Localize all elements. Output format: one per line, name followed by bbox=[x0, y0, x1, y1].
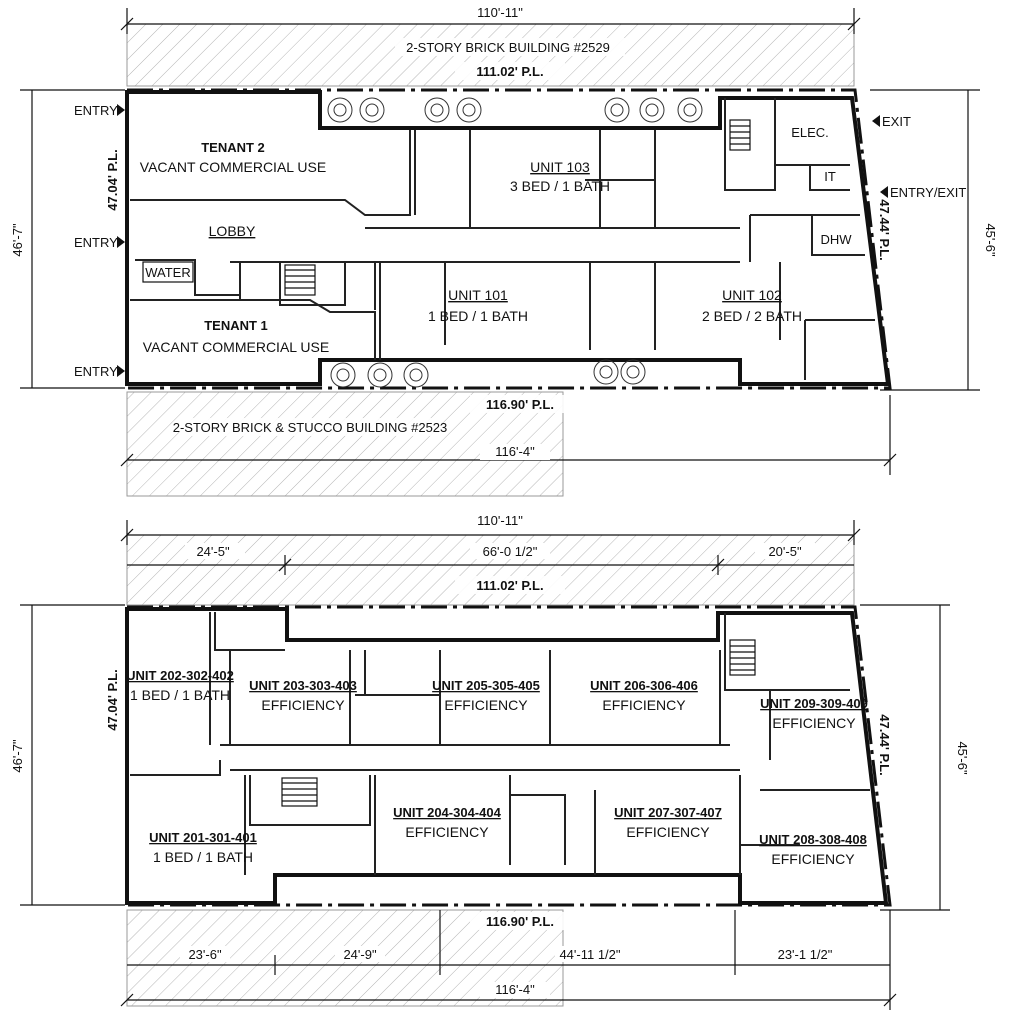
unit-103-type: 3 BED / 1 BATH bbox=[510, 178, 610, 194]
unit-205-name: UNIT 205-305-405 bbox=[432, 678, 540, 693]
unit-201-name: UNIT 201-301-401 bbox=[149, 830, 257, 845]
f1-stair bbox=[284, 119, 751, 296]
unit-102-name: UNIT 102 bbox=[722, 287, 782, 303]
f1-entry-exit-label: ENTRY/EXIT bbox=[890, 185, 966, 200]
f2-bottom-dimension: 116'-4" bbox=[495, 982, 535, 997]
unit-202-type: 1 BED / 1 BATH bbox=[130, 687, 230, 703]
f1-right-dimension: 45'-6" bbox=[983, 223, 998, 257]
unit-209-name: UNIT 209-309-409 bbox=[760, 696, 868, 711]
tenant-1-use: VACANT COMMERCIAL USE bbox=[143, 339, 329, 355]
unit-102-type: 2 BED / 2 BATH bbox=[702, 308, 802, 324]
f2-left-dimension: 46'-7" bbox=[10, 739, 25, 773]
entry-arrow-icon bbox=[117, 104, 125, 116]
unit-101-name: UNIT 101 bbox=[448, 287, 508, 303]
elec-room-label: ELEC. bbox=[791, 125, 829, 140]
f2-bottom-property-line: 116.90' P.L. bbox=[486, 914, 554, 929]
unit-202-name: UNIT 202-302-402 bbox=[126, 668, 234, 683]
unit-207-name: UNIT 207-307-407 bbox=[614, 805, 722, 820]
f2-bottom-seg-2: 24'-9" bbox=[343, 947, 377, 962]
unit-103-name: UNIT 103 bbox=[530, 159, 590, 175]
f1-right-property-line: 47.44' P.L. bbox=[877, 199, 892, 260]
unit-206-type: EFFICIENCY bbox=[602, 697, 686, 713]
unit-208-type: EFFICIENCY bbox=[771, 851, 855, 867]
f2-bottom-seg-3: 44'-11 1/2" bbox=[559, 947, 620, 962]
f1-entry-top-label: ENTRY bbox=[74, 103, 118, 118]
unit-204-name: UNIT 204-304-404 bbox=[393, 805, 501, 820]
unit-101-type: 1 BED / 1 BATH bbox=[428, 308, 528, 324]
water-room-label: WATER bbox=[145, 265, 191, 280]
f1-top-dimension: 110'-11" bbox=[477, 5, 523, 20]
unit-204-type: EFFICIENCY bbox=[405, 824, 489, 840]
f1-exit-label: EXIT bbox=[882, 114, 911, 129]
f1-bottom-dimension: 116'-4" bbox=[495, 444, 535, 459]
ground-floor-plan: 110'-11" 2-STORY BRICK BUILDING #2529 11… bbox=[10, 4, 998, 497]
upper-floor-plan: 110'-11" 24'-5" 66'-0 1/2" 20'-5" 111.02… bbox=[10, 513, 970, 1010]
f2-seg-left-dimension: 24'-5" bbox=[196, 544, 230, 559]
f2-bottom-seg-1: 23'-6" bbox=[188, 947, 222, 962]
f2-right-property-line: 47.44' P.L. bbox=[877, 714, 892, 775]
tenant-1-title: TENANT 1 bbox=[204, 318, 268, 333]
f2-top-property-line: 111.02' P.L. bbox=[476, 578, 543, 593]
f1-top-property-line: 111.02' P.L. bbox=[476, 64, 543, 79]
unit-207-type: EFFICIENCY bbox=[626, 824, 710, 840]
f2-top-dimension: 110'-11" bbox=[477, 513, 523, 528]
unit-201-type: 1 BED / 1 BATH bbox=[153, 849, 253, 865]
entry-arrow-icon bbox=[117, 236, 125, 248]
unit-208-name: UNIT 208-308-408 bbox=[759, 832, 867, 847]
dhw-room-label: DHW bbox=[820, 232, 852, 247]
exit-arrow-icon bbox=[872, 115, 880, 127]
f1-left-dimension: 46'-7" bbox=[10, 223, 25, 257]
f1-trees bbox=[327, 97, 703, 388]
unit-203-name: UNIT 203-303-403 bbox=[249, 678, 357, 693]
entry-exit-arrow-icon bbox=[880, 186, 888, 198]
f1-entry-bottom-label: ENTRY bbox=[74, 364, 118, 379]
f2-left-property-line: 47.04' P.L. bbox=[105, 669, 120, 730]
entry-arrow-icon bbox=[117, 365, 125, 377]
f2-seg-mid-dimension: 66'-0 1/2" bbox=[483, 544, 538, 559]
lobby-label: LOBBY bbox=[209, 223, 256, 239]
tenant-2-use: VACANT COMMERCIAL USE bbox=[140, 159, 326, 175]
f1-left-property-line: 47.04' P.L. bbox=[105, 149, 120, 210]
f1-top-building-label: 2-STORY BRICK BUILDING #2529 bbox=[406, 40, 610, 55]
unit-206-name: UNIT 206-306-406 bbox=[590, 678, 698, 693]
f2-right-dimension: 45'-6" bbox=[955, 741, 970, 775]
f2-bottom-seg-4: 23'-1 1/2" bbox=[778, 947, 833, 962]
unit-209-type: EFFICIENCY bbox=[772, 715, 856, 731]
f1-entry-mid-label: ENTRY bbox=[74, 235, 118, 250]
tenant-2-title: TENANT 2 bbox=[201, 140, 265, 155]
unit-203-type: EFFICIENCY bbox=[261, 697, 345, 713]
f1-bottom-property-line: 116.90' P.L. bbox=[486, 397, 554, 412]
f2-stair bbox=[281, 639, 756, 807]
it-room-label: IT bbox=[824, 169, 836, 184]
f1-bottom-building-label: 2-STORY BRICK & STUCCO BUILDING #2523 bbox=[173, 420, 448, 435]
unit-205-type: EFFICIENCY bbox=[444, 697, 528, 713]
f2-seg-right-dimension: 20'-5" bbox=[768, 544, 802, 559]
